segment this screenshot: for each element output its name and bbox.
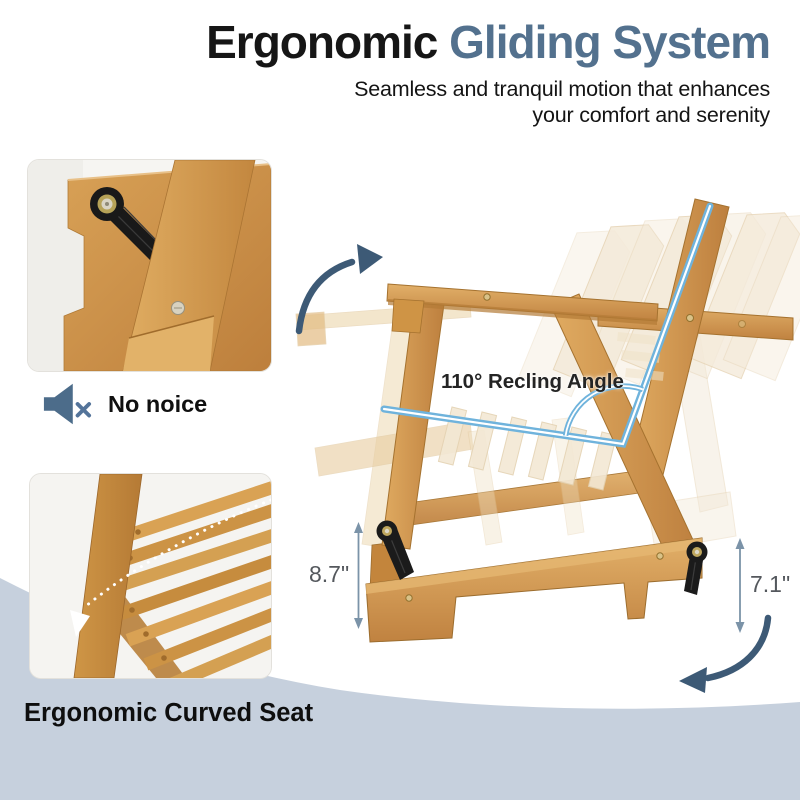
bottom-wave-background bbox=[0, 578, 800, 800]
seat-slats bbox=[103, 481, 271, 678]
screws bbox=[405, 293, 746, 602]
diagonal-board bbox=[122, 160, 256, 371]
height-value-right: 7.1" bbox=[750, 571, 791, 597]
glide-arrow-top-icon bbox=[295, 244, 383, 335]
subtitle-line-2: your comfort and serenity bbox=[532, 103, 770, 128]
page-subtitle: Seamless and tranquil motion that enhanc… bbox=[354, 76, 770, 128]
curved-seat-label: Ergonomic Curved Seat bbox=[24, 699, 314, 727]
title-accent: Gliding System bbox=[449, 16, 771, 68]
glider-mechanism-illustration bbox=[28, 160, 271, 371]
back-slats bbox=[617, 332, 664, 381]
glider-mechanism-photo bbox=[27, 159, 272, 372]
curved-seat-illustration bbox=[30, 474, 271, 678]
front-leg-post bbox=[73, 474, 143, 678]
armrest bbox=[386, 283, 659, 334]
glider-arm-left bbox=[376, 520, 414, 580]
no-noise-label: No noice bbox=[108, 390, 208, 417]
curve-annotation bbox=[70, 498, 271, 637]
no-noise-callout: No noice bbox=[42, 381, 207, 427]
curved-seat-photo bbox=[29, 473, 272, 679]
height-measure-left bbox=[354, 522, 363, 629]
title-primary: Ergonomic bbox=[206, 16, 438, 68]
recline-angle-line bbox=[380, 202, 714, 448]
height-measure-right bbox=[735, 538, 745, 633]
subtitle-line-1: Seamless and tranquil motion that enhanc… bbox=[354, 77, 770, 101]
recline-angle-label: 110° Recling Angle bbox=[441, 370, 624, 393]
glider-base bbox=[365, 537, 703, 643]
glider-arm-right bbox=[684, 541, 708, 595]
page-title: Ergonomic Gliding System bbox=[206, 15, 771, 69]
seat-beam bbox=[392, 467, 662, 528]
muted-speaker-icon bbox=[43, 383, 92, 425]
height-value-left: 8.7" bbox=[309, 561, 350, 587]
glide-arrow-bottom-icon bbox=[679, 614, 772, 693]
